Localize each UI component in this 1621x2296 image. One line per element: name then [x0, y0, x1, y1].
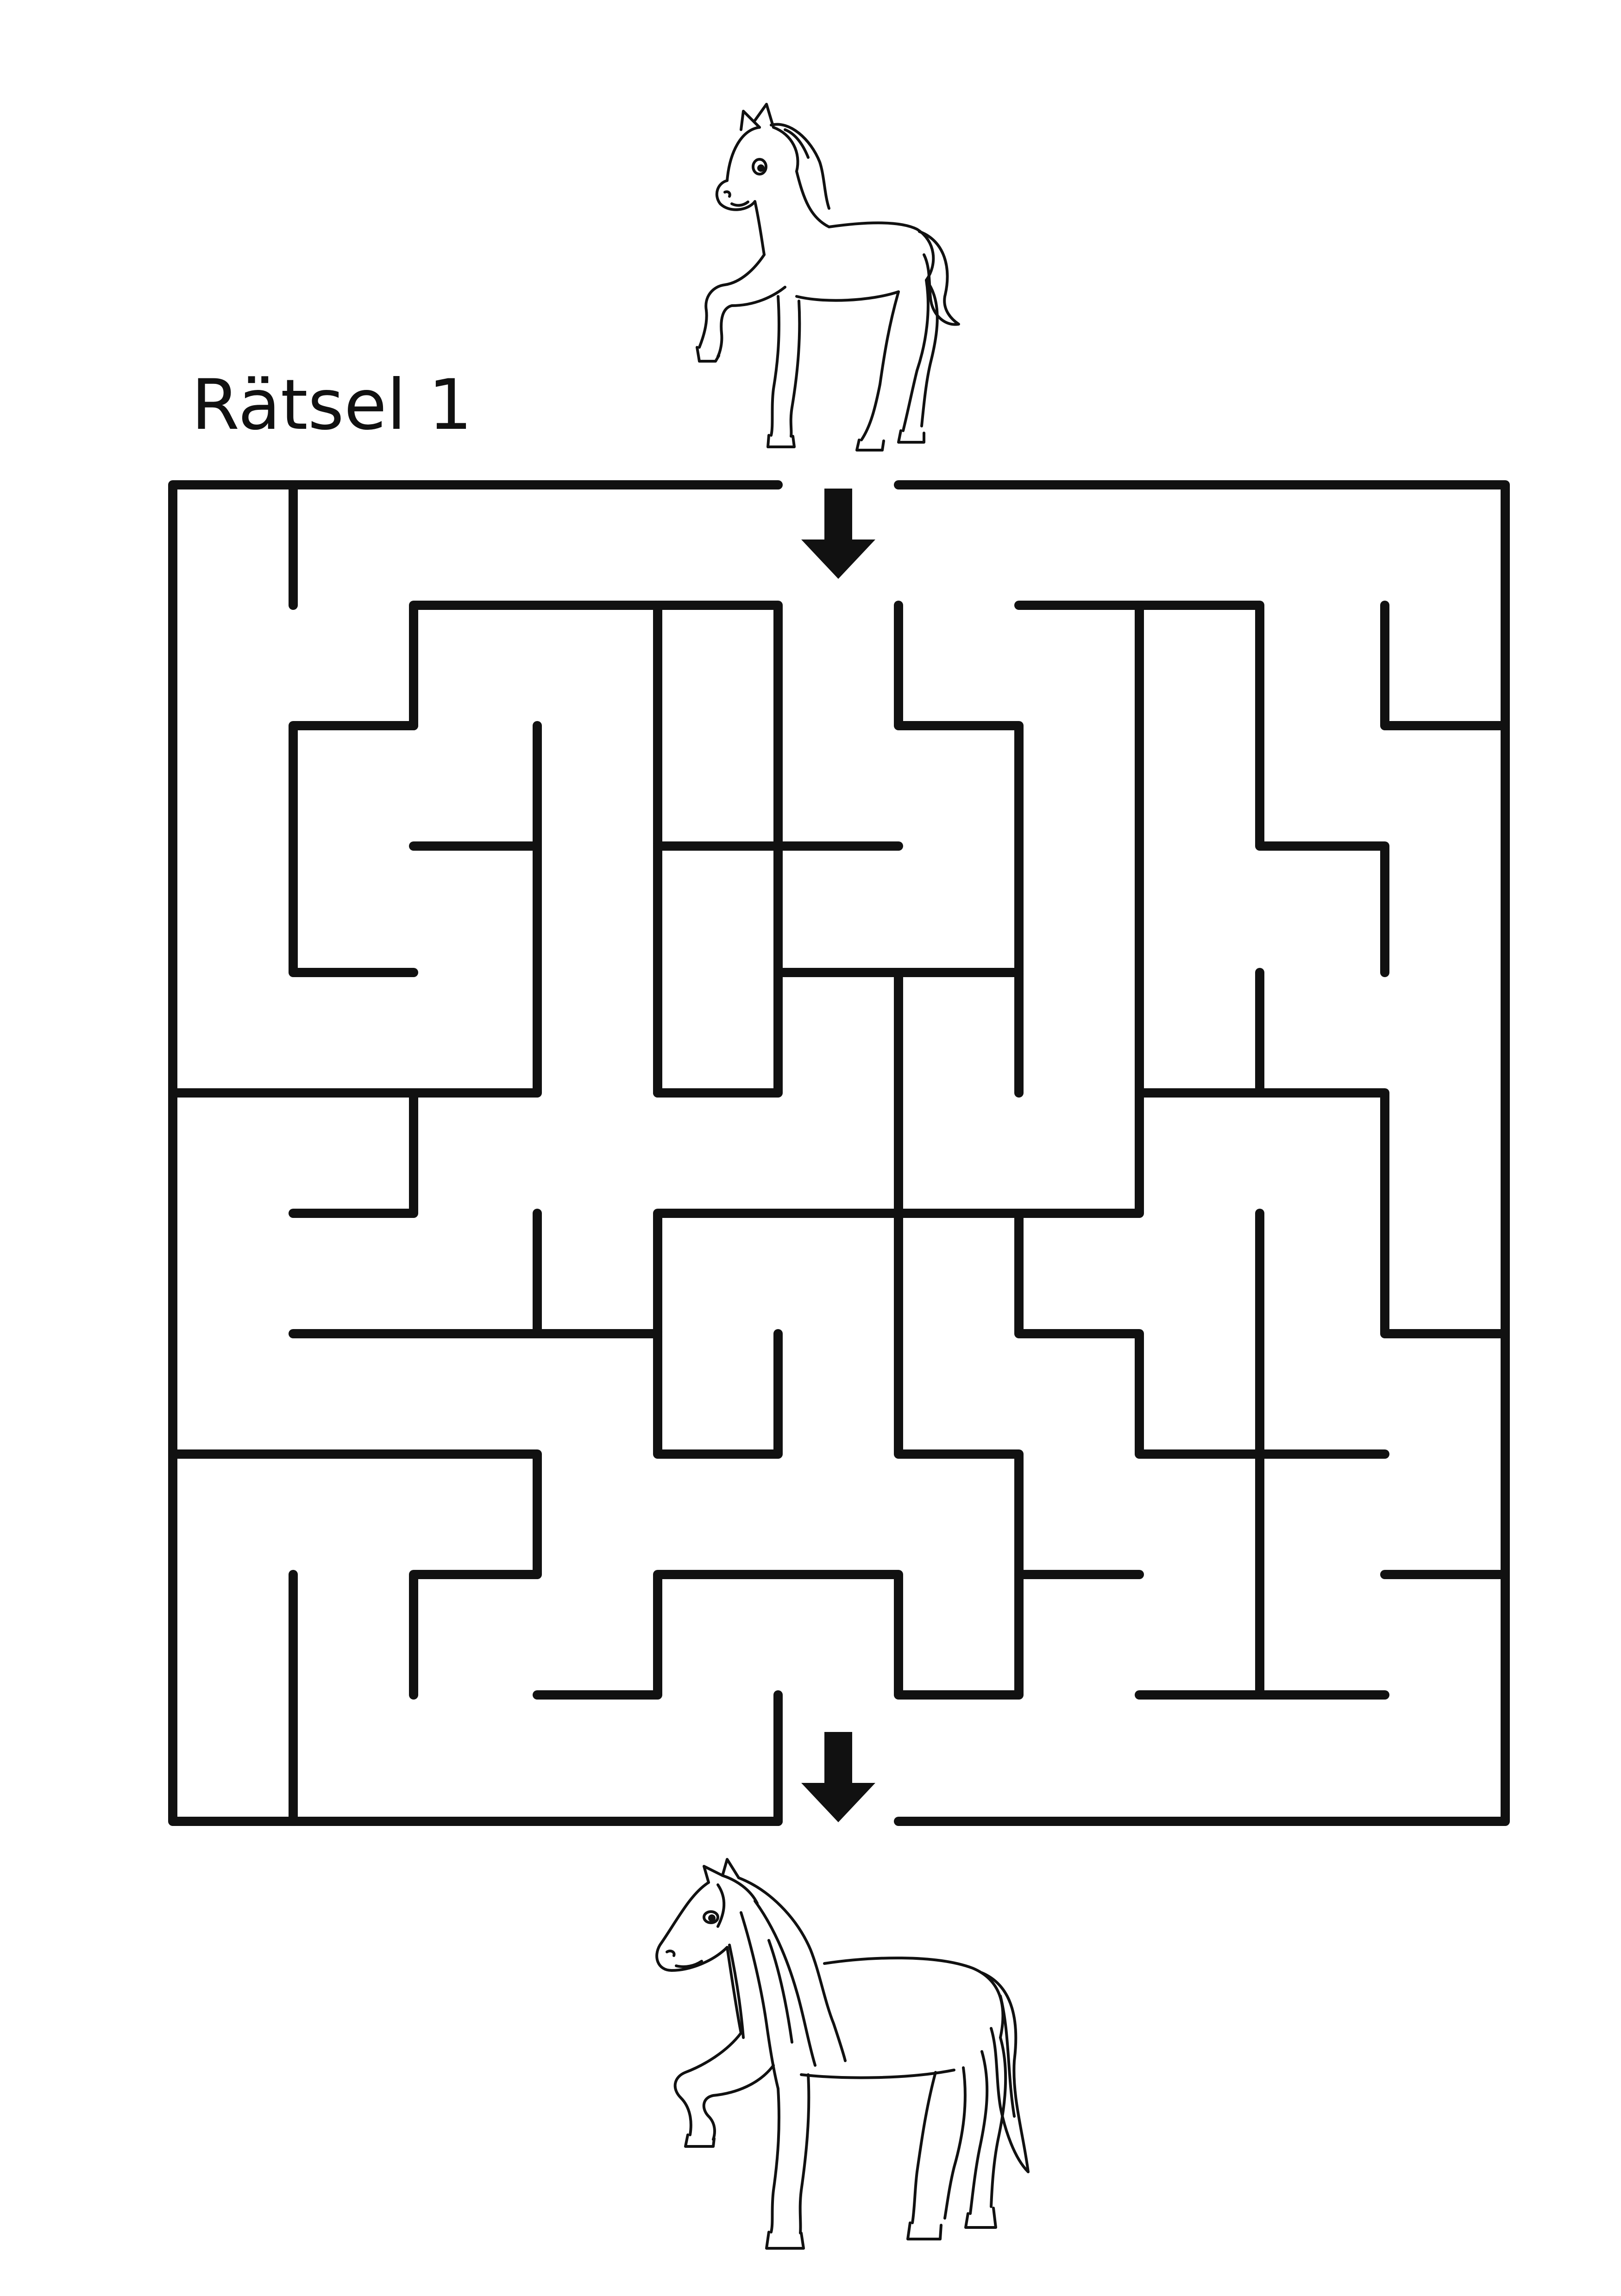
maze-wall — [894, 480, 1510, 1826]
horse-icon — [655, 1858, 1030, 2250]
end-arrow-icon — [801, 1732, 875, 1822]
puzzle-title: Rätsel 1 — [191, 365, 472, 445]
maze-walls — [168, 480, 1510, 1826]
start-arrow-icon — [801, 489, 875, 579]
maze-wall — [168, 480, 783, 1826]
foal-icon — [696, 103, 960, 452]
